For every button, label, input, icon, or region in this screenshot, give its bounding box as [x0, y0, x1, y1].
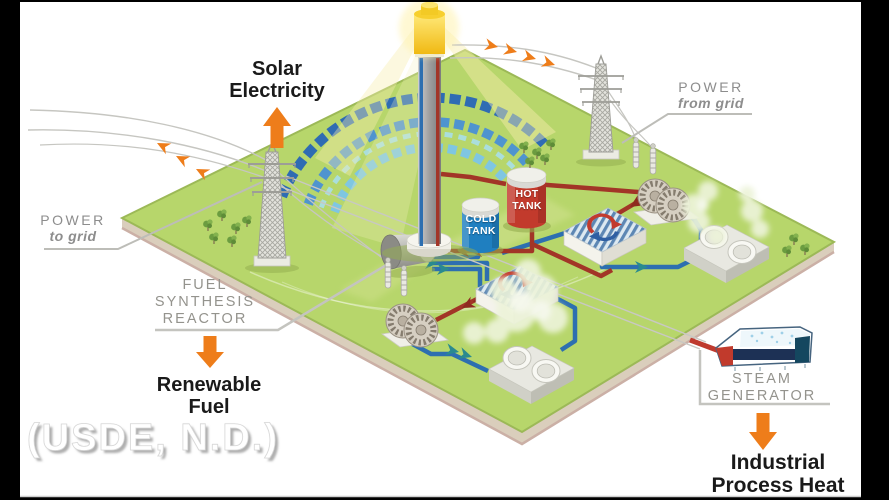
transmission-tower-left [245, 141, 299, 273]
leader-steam-generator [285, 175, 707, 343]
citation-watermark: (USDE, N.D.) [27, 417, 279, 460]
label-line: TANK [512, 199, 542, 212]
cooling-unit-center [488, 345, 575, 404]
down-arrow-icon [196, 336, 224, 368]
heliostat-field [277, 92, 551, 214]
label-line: TANK [466, 224, 496, 237]
letterbox-left [0, 0, 20, 500]
beam-glow [332, 54, 443, 248]
power-line [27, 129, 269, 173]
label-hot-tank: HOT TANK [505, 188, 549, 213]
ground-side [122, 218, 834, 444]
steam-generator-callout [689, 326, 830, 406]
solar-receiver [414, 14, 445, 54]
power-line [451, 44, 597, 69]
leader-power-from-grid [621, 113, 752, 144]
leader-power-to-grid [44, 181, 263, 250]
heliostat-row-light [318, 131, 518, 209]
heliostat-row-middle [303, 117, 531, 206]
steam-generator-bracket [698, 350, 830, 406]
letterbox-bottom [0, 498, 889, 500]
power-line [39, 143, 267, 179]
leader-fuel-reactor [155, 262, 389, 332]
label-line: COLD [465, 213, 497, 225]
solar-beams [315, 20, 556, 248]
cold-tank [457, 197, 504, 256]
cooling-unit-right [683, 224, 770, 283]
ring-road-outer [249, 267, 608, 312]
steam-clouds [463, 181, 769, 344]
label-line: HOT [515, 188, 539, 200]
heliostat-row-outer [277, 92, 551, 199]
beam-left [315, 20, 429, 176]
hot-tank [503, 167, 551, 233]
vessel-legs [734, 364, 806, 371]
letterbox-right [861, 0, 889, 500]
up-arrow-icon [263, 107, 291, 148]
callout-arrows [196, 107, 777, 450]
field-rim [119, 48, 837, 434]
turbine-generator-left [380, 257, 450, 347]
tower-cold-pipe [419, 58, 423, 246]
power-line [449, 56, 598, 81]
letterbox-top [0, 0, 889, 2]
solar-tower [382, 0, 478, 262]
down-arrow-icon [749, 413, 777, 450]
leader-steam-generator [273, 183, 701, 350]
power-line [29, 109, 267, 161]
label-cold-tank: COLD TANK [459, 213, 503, 238]
tower-hot-pipe [436, 58, 440, 246]
heat-exchanger-upper [563, 207, 647, 267]
beam-right [429, 20, 556, 150]
heat-exchange-icon [587, 213, 622, 242]
ground-edge-line [121, 226, 835, 446]
heliostat-row-inner [330, 142, 508, 214]
transmission-tower-right [576, 54, 626, 167]
